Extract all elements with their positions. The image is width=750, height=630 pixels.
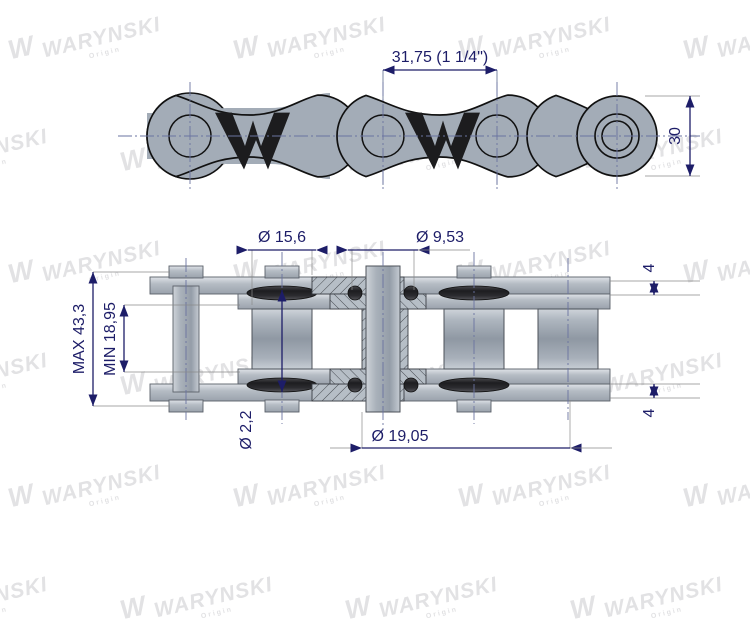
dim-max-width-label: MAX 43,3 (71, 304, 88, 374)
section-o-ring-top-right (403, 285, 419, 301)
section-o-ring-top-left (347, 285, 363, 301)
drawing-vector-layer: 31,75 (1 1/4") 30 (71, 49, 700, 453)
dim-plate-thickness-top: 4 (641, 263, 659, 295)
dim-plate-thickness-bottom-label: 4 (641, 408, 658, 417)
bottom-view-group: Ø 15,6 Ø 9,53 MAX 43,3 MIN 18,95 (71, 229, 700, 453)
dim-min-width-label: MIN 18,95 (102, 302, 119, 376)
bottom-view-centerlines (185, 252, 569, 430)
watermark-logo-icon: W (342, 590, 374, 626)
section-o-ring-bottom-left (347, 377, 363, 393)
dim-bush-dia: Ø 19,05 (330, 428, 612, 453)
watermark-logo-icon: W (117, 590, 149, 626)
dim-pin-dia-label: Ø 9,53 (416, 229, 464, 246)
dim-pitch-label: 31,75 (1 1/4") (392, 49, 488, 66)
dim-pitch: 31,75 (1 1/4") (383, 49, 497, 75)
top-view-centerlines (118, 82, 700, 192)
dim-plate-thickness-top-label: 4 (641, 263, 658, 272)
dim-plate-height-label: 30 (667, 127, 684, 145)
dim-min-width: MIN 18,95 (102, 302, 129, 376)
dim-bush-dia-label: Ø 19,05 (372, 428, 429, 445)
plate-logo-1 (215, 112, 290, 170)
dim-pin-dia: Ø 9,53 (336, 229, 470, 255)
watermark-logo-icon: W (567, 590, 599, 626)
dim-roller-dia-label: Ø 15,6 (258, 229, 306, 246)
dim-cotter-dia: Ø 2,2 (238, 290, 287, 450)
dim-max-width: MAX 43,3 (71, 272, 98, 406)
section-o-ring-bottom-right (403, 377, 419, 393)
plate-logo-2 (405, 112, 480, 170)
dim-roller-dia: Ø 15,6 (236, 229, 328, 255)
dim-plate-thickness-bottom: 4 (641, 384, 659, 417)
bottom-extension-lines (93, 250, 700, 448)
dim-plate-height: 30 (645, 95, 700, 177)
top-view-group: 31,75 (1 1/4") 30 (118, 49, 700, 192)
dim-cotter-dia-label: Ø 2,2 (238, 410, 255, 449)
